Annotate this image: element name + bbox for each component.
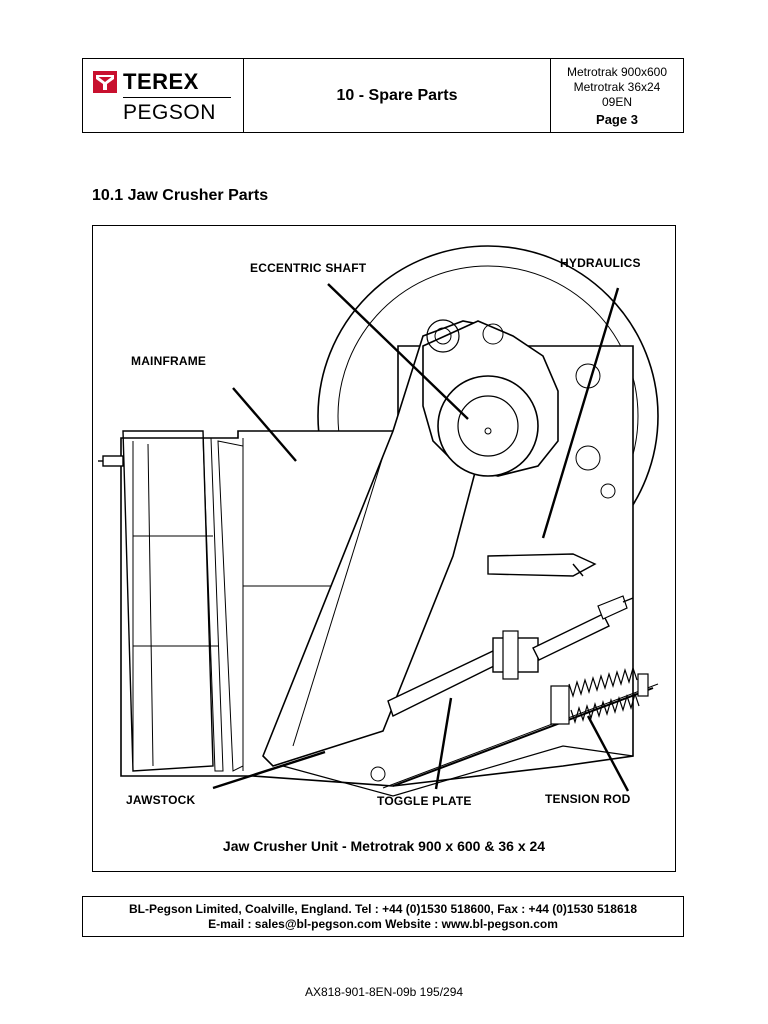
revision: 09EN (601, 94, 633, 109)
label-mainframe: MAINFRAME (131, 354, 207, 368)
logo-divider (123, 97, 231, 98)
page-footer: BL-Pegson Limited, Coalville, England. T… (82, 896, 684, 937)
page-number: Page 3 (596, 111, 638, 127)
page-header: TEREX PEGSON 10 - Spare Parts Metrotrak … (82, 58, 684, 133)
company-logo: TEREX PEGSON (83, 59, 244, 132)
jaw-crusher-drawing (98, 245, 659, 797)
label-toggle-plate: TOGGLE PLATE (377, 794, 472, 808)
logo-pegson-text: PEGSON (123, 101, 216, 124)
logo-terex-text: TEREX (123, 69, 199, 94)
figure-caption: Jaw Crusher Unit - Metrotrak 900 x 600 &… (222, 838, 546, 854)
jaw-crusher-figure: ECCENTRIC SHAFT HYDRAULICS MAINFRAME JAW… (92, 225, 676, 872)
header-title: 10 - Spare Parts (244, 59, 551, 132)
section-title: 10.1 Jaw Crusher Parts (92, 187, 269, 204)
model-line-2: Metrotrak 36x24 (573, 79, 661, 94)
label-tension-rod: TENSION ROD (545, 792, 631, 806)
footer-contact-line: BL-Pegson Limited, Coalville, England. T… (128, 901, 637, 916)
label-eccentric-shaft: ECCENTRIC SHAFT (250, 261, 367, 275)
footer-web-line: E-mail : sales@bl-pegson.com Website : w… (208, 916, 558, 931)
label-jawstock: JAWSTOCK (126, 793, 196, 807)
header-meta: Metrotrak 900x600 Metrotrak 36x24 09EN P… (551, 59, 683, 132)
label-hydraulics: HYDRAULICS (560, 256, 641, 270)
model-line-1: Metrotrak 900x600 (566, 64, 668, 79)
document-reference: AX818-901-8EN-09b 195/294 (304, 985, 464, 999)
terex-mark-icon (93, 71, 117, 93)
